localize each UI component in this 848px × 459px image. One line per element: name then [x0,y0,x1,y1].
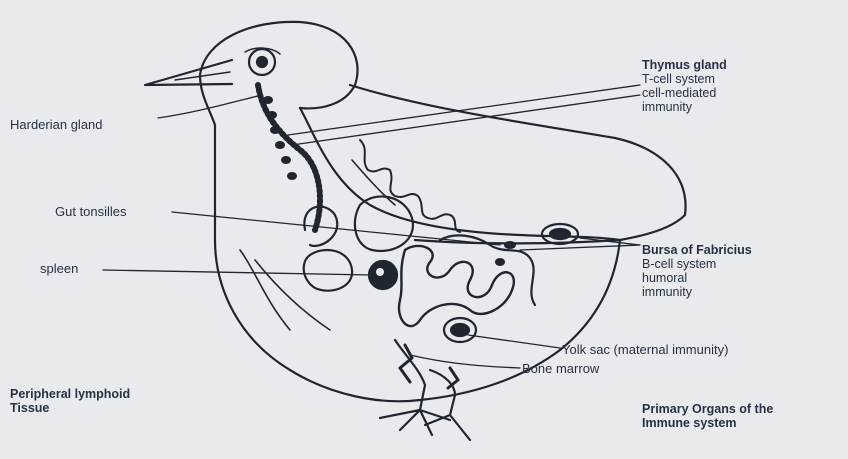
label-thymus: Thymus gland T-cell system cell-mediated… [642,58,727,114]
yolk-sac [444,318,476,342]
body-outline [215,240,620,401]
leg-left [380,340,450,435]
leader-lines [103,85,640,368]
label-harderian-gland: Harderian gland [10,118,103,132]
peripheral-line-1: Peripheral lymphoid [10,387,130,401]
wing-outline [350,85,686,243]
label-yolk-sac: Yolk sac (maternal immunity) [562,343,728,357]
bursa-line-4: immunity [642,285,752,299]
bursa-line-1: Bursa of Fabricius [642,243,752,257]
peripheral-line-2: Tissue [10,401,130,415]
primary-line-2: Immune system [642,416,773,430]
thymus-line-2: T-cell system [642,72,727,86]
label-bursa: Bursa of Fabricius B-cell system humoral… [642,243,752,299]
wing-edge [300,108,620,240]
primary-line-1: Primary Organs of the [642,402,773,416]
bursa-line-3: humoral [642,271,752,285]
label-gut-tonsilles: Gut tonsilles [55,205,127,219]
gizzard [304,250,352,291]
thymus-line-4: immunity [642,100,727,114]
spleen-organ [369,261,397,289]
label-primary-organs: Primary Organs of the Immune system [642,402,773,430]
proventriculus [355,196,413,251]
beak [145,60,232,85]
label-spleen: spleen [40,262,78,276]
label-peripheral-lymphoid: Peripheral lymphoid Tissue [10,387,130,415]
thymus-line-1: Thymus gland [642,58,727,72]
head-outline [200,22,358,109]
thymus-line-3: cell-mediated [642,86,727,100]
bursa-line-2: B-cell system [642,257,752,271]
label-bone-marrow: Bone marrow [522,362,599,376]
intestine [399,246,514,326]
bursa-organ [542,224,578,244]
eye-icon [245,48,280,75]
leg-right [425,370,470,440]
